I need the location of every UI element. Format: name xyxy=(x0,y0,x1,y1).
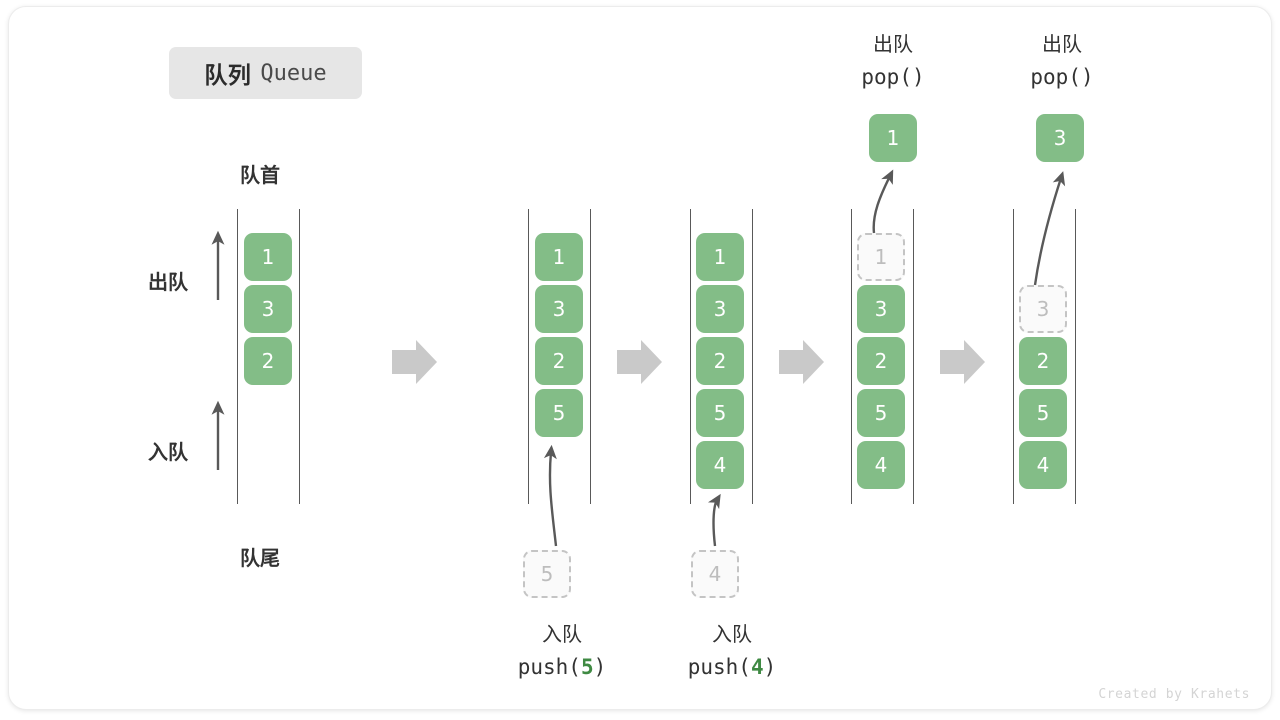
title-chinese: 队列 xyxy=(204,62,252,88)
rail-left-col5 xyxy=(1013,209,1014,504)
operation-chinese: 入队 xyxy=(542,624,582,646)
rail-right-col2 xyxy=(590,209,591,504)
queue-cell: 3 xyxy=(696,285,744,333)
queue-cell-ghost: 3 xyxy=(1019,285,1067,333)
rail-right-col4 xyxy=(913,209,914,504)
queue-cell: 2 xyxy=(857,337,905,385)
step-arrow-2 xyxy=(617,340,662,384)
label-front: 队首 xyxy=(240,165,280,187)
queue-cell: 1 xyxy=(244,233,292,281)
operation-chinese: 入队 xyxy=(712,624,752,646)
rail-right-col3 xyxy=(752,209,753,504)
queue-cell: 2 xyxy=(696,337,744,385)
operation-argument: 4 xyxy=(750,655,764,679)
label-rear: 队尾 xyxy=(240,548,280,570)
queue-cell: 1 xyxy=(535,233,583,281)
queue-cell: 4 xyxy=(857,441,905,489)
step-arrow-3 xyxy=(779,340,824,384)
queue-cell: 5 xyxy=(535,389,583,437)
operation-code: push(4) xyxy=(687,655,777,679)
operation-code: push(5) xyxy=(517,655,607,679)
popped-cell: 1 xyxy=(869,114,917,162)
pop-3-arrow xyxy=(1033,171,1066,286)
rail-right-col5 xyxy=(1075,209,1076,504)
operation-chinese: 出队 xyxy=(873,34,913,56)
label-enqueue: 入队 xyxy=(148,442,188,464)
incoming-ghost-cell: 4 xyxy=(691,550,739,598)
diagram-title-badge: 队列 Queue xyxy=(169,47,362,99)
popped-cell: 3 xyxy=(1036,114,1084,162)
queue-cell: 5 xyxy=(857,389,905,437)
rail-right-col1 xyxy=(299,209,300,504)
queue-cell: 4 xyxy=(1019,441,1067,489)
queue-cell-ghost: 1 xyxy=(857,233,905,281)
operation-label-pop-3: 出队 pop() xyxy=(982,30,1142,94)
rail-left-col2 xyxy=(528,209,529,504)
step-arrow-4 xyxy=(940,340,985,384)
label-dequeue: 出队 xyxy=(148,272,188,294)
queue-cell: 2 xyxy=(244,337,292,385)
rail-left-col3 xyxy=(690,209,691,504)
queue-cell: 5 xyxy=(696,389,744,437)
push-4-arrow xyxy=(707,493,721,547)
rail-left-col4 xyxy=(851,209,852,504)
rail-left-col1 xyxy=(237,209,238,504)
operation-label-pop-1: 出队 pop() xyxy=(813,30,973,94)
push-5-arrow xyxy=(543,444,558,547)
queue-cell: 4 xyxy=(696,441,744,489)
queue-cell: 3 xyxy=(244,285,292,333)
credit-text: Created by Krahets xyxy=(1098,687,1250,702)
operation-label-push-5: 入队 push(5) xyxy=(462,620,662,684)
title-english: Queue xyxy=(260,60,327,86)
operation-code: pop() xyxy=(861,65,925,89)
operation-argument: 5 xyxy=(580,655,594,679)
operation-label-push-4: 入队 push(4) xyxy=(632,620,832,684)
incoming-ghost-cell: 5 xyxy=(523,550,571,598)
queue-cell: 3 xyxy=(535,285,583,333)
operation-chinese: 出队 xyxy=(1042,34,1082,56)
queue-cell: 2 xyxy=(535,337,583,385)
pop-1-arrow xyxy=(872,169,894,234)
operation-code: pop() xyxy=(1030,65,1094,89)
queue-cell: 1 xyxy=(696,233,744,281)
queue-cell: 2 xyxy=(1019,337,1067,385)
step-arrow-1 xyxy=(392,340,437,384)
queue-cell: 3 xyxy=(857,285,905,333)
queue-cell: 5 xyxy=(1019,389,1067,437)
